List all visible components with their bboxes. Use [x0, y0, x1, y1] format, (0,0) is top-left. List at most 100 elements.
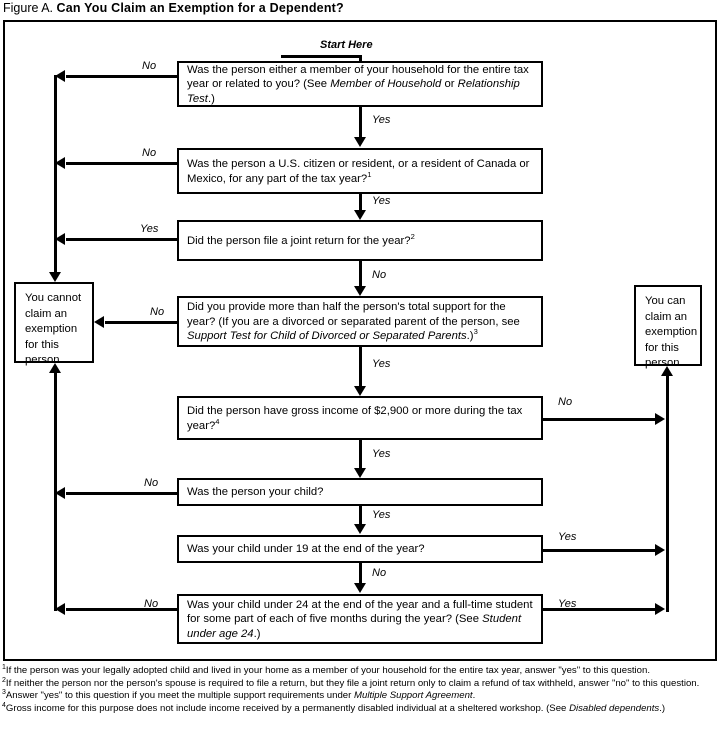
footnote-3-text-a: Answer "yes" to this question if you mee…: [5, 690, 355, 702]
footnote-2-text: If neither the person nor the person's s…: [5, 677, 700, 689]
q5-footnote-ref: 4: [215, 416, 220, 426]
connector-start-line: [281, 55, 361, 58]
arrow-left-spine-into-cannot-claim: [49, 272, 61, 282]
edge-label-q8-yes: Yes: [558, 598, 577, 610]
edge-label-q4-yes: Yes: [372, 358, 391, 370]
connector-q2-no: [66, 162, 177, 165]
question-box-q3-joint-return[interactable]: Did the person file a joint return for t…: [177, 220, 543, 261]
connector-q8-yes: [543, 608, 656, 611]
arrow-q2-no: [55, 157, 65, 169]
arrow-q5-to-q6: [354, 468, 366, 478]
footnote-4-text-b: .): [659, 702, 666, 714]
connector-left-spine-upper: [54, 75, 57, 273]
arrow-q6-to-q7: [354, 524, 366, 534]
footnote-1-text: If the person was your legally adopted c…: [5, 665, 650, 676]
connector-q5-no: [543, 418, 656, 421]
q1-italic-relationship-test: Relationship Test: [187, 78, 520, 105]
footnote-4: 4Gross income for this purpose does not …: [2, 701, 719, 716]
arrow-left-spine-into-cannot-claim-bottom: [49, 363, 61, 373]
q6-text: Was the person your child?: [187, 486, 324, 499]
edge-label-q5-yes: Yes: [372, 448, 391, 460]
arrow-q7-yes: [655, 544, 665, 556]
connector-q7-yes: [543, 549, 656, 552]
q8-text: Was your child under 24 at the end of th…: [187, 598, 533, 640]
edge-label-q2-no: No: [142, 147, 157, 159]
connector-q4-to-q5: [359, 347, 362, 386]
connector-q7-to-q8: [359, 563, 362, 584]
q7-text: Was your child under 19 at the end of th…: [187, 543, 425, 556]
footnote-2: 2If neither the person nor the person's …: [2, 676, 719, 691]
question-box-q8-under-24-student[interactable]: Was your child under 24 at the end of th…: [177, 594, 543, 644]
q2-text: Was the person a U.S. citizen or residen…: [187, 158, 530, 185]
footnote-3-text-b: .: [472, 690, 476, 702]
question-box-q7-under-19[interactable]: Was your child under 19 at the end of th…: [177, 535, 543, 563]
outcome-box-cannot-claim[interactable]: You cannot claim an exemption for this p…: [14, 282, 94, 366]
figure-title-text: Can You Claim an Exemption for a Depende…: [56, 1, 344, 15]
edge-label-q1-no: No: [142, 60, 157, 72]
edge-label-q3-no: No: [372, 269, 387, 281]
q3-text: Did the person file a joint return for t…: [187, 232, 415, 247]
question-box-q2-citizen-resident[interactable]: Was the person a U.S. citizen or residen…: [177, 148, 543, 194]
arrow-right-spine-into-can-claim: [661, 366, 673, 376]
q1-text: Was the person either a member of your h…: [187, 63, 529, 105]
q5-text: Did the person have gross income of $2,9…: [187, 405, 523, 432]
flowchart-frame: [3, 20, 717, 661]
connector-q1-no: [66, 75, 177, 78]
connector-q3-to-q4: [359, 261, 362, 287]
connector-q4-no: [105, 321, 177, 324]
footnote-4-marker: 4: [2, 701, 6, 709]
arrow-q1-no: [55, 70, 65, 82]
footnote-3-marker: 3: [2, 689, 6, 696]
question-box-q4-support-test[interactable]: Did you provide more than half the perso…: [177, 296, 543, 347]
arrow-q1-to-q2: [354, 137, 366, 147]
connector-start-vertical: [359, 55, 362, 61]
cannot-claim-text: You cannot claim an exemption for this p…: [25, 292, 82, 366]
arrow-q5-no: [655, 413, 665, 425]
q4-italic-support-test: Support Test for Child of Divorced or Se…: [187, 330, 467, 343]
arrow-q6-no: [55, 487, 65, 499]
connector-q2-to-q3: [359, 194, 362, 211]
connector-q5-to-q6: [359, 440, 362, 468]
edge-label-q8-no: No: [144, 598, 159, 610]
q3-footnote-ref: 2: [410, 232, 415, 242]
edge-label-q5-no: No: [558, 396, 573, 408]
footnote-4-text-a: Gross income for this purpose does not i…: [5, 702, 570, 714]
arrow-q7-to-q8: [354, 583, 366, 593]
footnotes: 1If the person was your legally adopted …: [2, 663, 719, 716]
start-here-label: Start Here: [320, 39, 373, 51]
connector-q1-to-q2: [359, 107, 362, 138]
arrow-q4-no: [94, 316, 104, 328]
edge-label-q2-yes: Yes: [372, 195, 391, 207]
q2-footnote-ref: 1: [367, 169, 372, 179]
footnote-3: 3Answer "yes" to this question if you me…: [2, 689, 719, 703]
edge-label-q7-yes: Yes: [558, 531, 577, 543]
connector-q6-to-q7: [359, 506, 362, 525]
arrow-q8-no: [55, 603, 65, 615]
figure-label: Figure A.: [3, 1, 54, 15]
connector-right-spine: [666, 376, 669, 612]
edge-label-q4-no: No: [150, 306, 165, 318]
connector-q6-no: [66, 492, 177, 495]
can-claim-text: You can claim an exemption for this pers…: [645, 295, 698, 369]
footnote-2-marker: 2: [2, 676, 6, 684]
question-box-q6-your-child[interactable]: Was the person your child?: [177, 478, 543, 506]
footnote-3-italic: Multiple Support Agreement: [354, 690, 473, 702]
arrow-q3-to-q4: [354, 286, 366, 296]
arrow-q3-yes: [55, 233, 65, 245]
arrow-q2-to-q3: [354, 210, 366, 220]
q1-italic-member-of-household: Member of Household: [330, 78, 442, 91]
question-box-q5-gross-income[interactable]: Did the person have gross income of $2,9…: [177, 396, 543, 440]
connector-q3-yes: [66, 238, 177, 241]
page-title: Figure A. Can You Claim an Exemption for…: [3, 1, 703, 17]
edge-label-q7-no: No: [372, 567, 387, 579]
edge-label-q1-yes: Yes: [372, 114, 391, 126]
arrow-q8-yes: [655, 603, 665, 615]
edge-label-q6-yes: Yes: [372, 509, 391, 521]
question-box-q1-member-or-related[interactable]: Was the person either a member of your h…: [177, 61, 543, 107]
connector-q8-no: [66, 608, 177, 611]
q4-footnote-ref: 3: [473, 327, 478, 337]
q4-text: Did you provide more than half the perso…: [187, 301, 520, 343]
footnote-1-marker: 1: [2, 663, 6, 671]
edge-label-q6-no: No: [144, 477, 159, 489]
outcome-box-can-claim[interactable]: You can claim an exemption for this pers…: [634, 285, 702, 369]
